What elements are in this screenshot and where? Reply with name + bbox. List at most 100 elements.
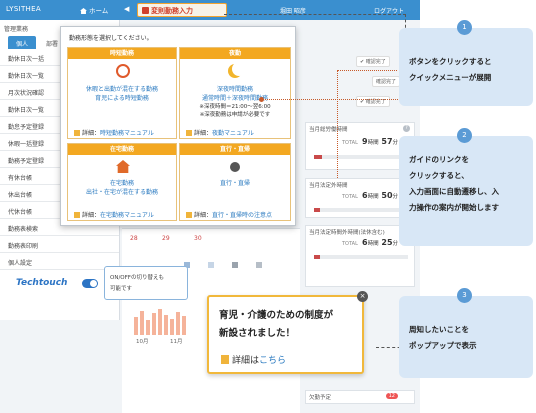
calendar-day[interactable]: 28: [130, 235, 138, 242]
card-value: 9時間 57分: [362, 137, 399, 146]
nav-item[interactable]: 有休台帳: [0, 168, 119, 185]
nav-item[interactable]: 勤務予定登録: [0, 151, 119, 168]
quick-menu-popup: 勤務形態を選択してください。 時短勤務 休暇と出勤が混在する勤務 育児による時短…: [60, 26, 296, 226]
hours-gauge: [314, 155, 408, 159]
card-title: 当月法定外時間: [309, 183, 348, 189]
chevron-left-icon[interactable]: ◀: [124, 5, 130, 13]
manual-link[interactable]: 詳細：時短勤務マニュアル: [74, 128, 154, 137]
option-link[interactable]: 直行・直帰: [219, 180, 250, 187]
pointer-dot: [259, 97, 264, 102]
logout-link[interactable]: ログアウト: [374, 8, 405, 15]
callout-1: 1 ボタンをクリックすると クイックメニューが展開: [399, 20, 533, 106]
calendar-icon: [142, 7, 149, 14]
announcement-popup: × 育児・介護のための制度が 新設されました！ 詳細はこちら: [207, 291, 368, 374]
callout-3: 3 周知したいことを ポップアップで表示: [399, 288, 533, 378]
calendar-day[interactable]: 30: [194, 235, 202, 242]
announcement-link[interactable]: 詳細はこちら: [221, 353, 286, 366]
nav-item[interactable]: 勤休日次一覧: [0, 66, 119, 83]
home-label: ホーム: [89, 7, 109, 15]
chart-month-label: 10月: [136, 339, 149, 345]
option-link[interactable]: 深夜時間勤務: [216, 86, 253, 93]
alarm-clock-icon: [116, 64, 130, 78]
step-badge: 3: [457, 288, 472, 303]
legend-icon: [256, 262, 262, 268]
popup-prompt: 勤務形態を選択してください。: [69, 35, 153, 42]
option-direct-commute: 直行・直帰 直行・直帰 詳細：直行・直帰時の注意点: [179, 143, 291, 221]
overtime-card: 当月法定外時間 ? TOTAL 6時間 50分: [305, 178, 415, 218]
nav-item[interactable]: 勤務表印刷: [0, 236, 119, 253]
nav-item[interactable]: 休出台帳: [0, 185, 119, 202]
nav-item[interactable]: 勤務表検索: [0, 219, 119, 236]
card-value: 6時間 50分: [362, 191, 399, 200]
callout-2: 2 ガイドのリンクを クリックすると、 入力画面に自動遷移し、入 力操作の案内が…: [399, 128, 533, 246]
book-icon: [186, 130, 192, 136]
work-hours-bars: [132, 307, 192, 335]
footprint-icon: [230, 162, 240, 172]
option-remote-work: 在宅勤務 在宅勤務 出社・在宅が混在する勤務 詳細：在宅勤務マニュアル: [67, 143, 177, 221]
techtouch-logo: Techtouch: [16, 278, 68, 288]
total-hours-card: 当月総労働時間 ? TOTAL 9時間 57分: [305, 122, 415, 170]
legend-icon: [184, 262, 190, 268]
option-header: 時短勤務: [68, 48, 176, 59]
nav-item[interactable]: 月次状況確認: [0, 83, 119, 100]
option-link[interactable]: 在宅勤務: [109, 180, 134, 187]
chart-month-label: 11月: [170, 339, 183, 345]
overtime-gauge: [314, 208, 408, 212]
option-note: ※深夜勤務は申請が必要です: [199, 112, 271, 118]
option-header: 直行・直帰: [180, 144, 290, 155]
nav-item[interactable]: 勤怠予定登録: [0, 117, 119, 134]
nav-item[interactable]: 個人設定: [0, 253, 119, 270]
option-night-shift: 夜勤 深夜時間勤務 通常時間＋深夜時間勤務 ※深夜時間＝21:00～翌6:00 …: [179, 47, 291, 139]
book-icon: [186, 212, 192, 218]
option-link[interactable]: 通常時間＋深夜時間勤務: [201, 95, 268, 102]
nav-item[interactable]: 勤休日次一覧: [0, 100, 119, 117]
legend-icon: [232, 262, 238, 268]
calendar-day[interactable]: 29: [162, 235, 170, 242]
nav-item[interactable]: 休暇一括登録: [0, 134, 119, 151]
legend-icon: [208, 262, 214, 268]
nav-tabs: 個人 部署: [0, 36, 120, 49]
app-logo: LYSITHEA: [6, 5, 41, 13]
legal-overtime-gauge: [314, 255, 408, 259]
confirm-status: ✔ 確認完了: [356, 96, 390, 107]
tab-personal[interactable]: 個人: [8, 36, 37, 49]
manual-link[interactable]: 詳細：直行・直帰時の注意点: [186, 210, 272, 219]
quick-menu-label: 変則勤務入力: [151, 7, 193, 15]
book-icon: [74, 130, 80, 136]
option-header: 在宅勤務: [68, 144, 176, 155]
card-title: 当月法定時間外時間(法休含む): [309, 230, 385, 236]
user-name[interactable]: 堀田 昭彦: [280, 8, 306, 15]
quick-menu-button[interactable]: 変則勤務入力: [137, 3, 227, 17]
announcement-title: 育児・介護のための制度が: [219, 310, 334, 321]
home-button[interactable]: ホーム: [80, 5, 108, 15]
close-icon[interactable]: ×: [357, 291, 368, 302]
option-header: 夜勤: [180, 48, 290, 59]
confirm-status: ✔ 確認完了: [356, 56, 390, 67]
help-icon[interactable]: ?: [403, 125, 410, 132]
option-short-time: 時短勤務 休暇と出勤が混在する勤務 育児による時短勤務 詳細：時短勤務マニュアル: [67, 47, 177, 139]
nav-item[interactable]: 勤休日次一括: [0, 49, 119, 66]
toggle-tooltip: ON/OFFの切り替えも 可能です: [104, 266, 188, 300]
techtouch-toggle[interactable]: [82, 279, 98, 288]
announcement-title: 新設されました！: [219, 328, 296, 339]
home-icon: [80, 8, 87, 14]
house-icon: [116, 160, 130, 173]
nav-header: 管理業務: [4, 26, 29, 33]
nav-item[interactable]: 代休台帳: [0, 202, 119, 219]
card-title: 当月総労働時間: [309, 127, 348, 133]
card-value: 6時間 25分: [362, 238, 399, 247]
option-link[interactable]: 出社・在宅が混在する勤務: [85, 189, 158, 196]
tab-department[interactable]: 部署: [46, 41, 59, 48]
count-badge: 12: [385, 393, 398, 399]
app-window: LYSITHEA ホーム ◀ 変則勤務入力 堀田 昭彦 ログアウト 管理業務 個…: [0, 0, 420, 413]
option-link[interactable]: 育児による時短勤務: [95, 95, 149, 102]
document-icon: [221, 355, 229, 364]
option-link[interactable]: 休暇と出勤が混在する勤務: [85, 86, 158, 93]
absence-item[interactable]: 欠勤予定 12: [305, 390, 415, 404]
manual-link[interactable]: 詳細：夜勤マニュアル: [186, 128, 254, 137]
step-badge: 1: [457, 20, 472, 35]
manual-link[interactable]: 詳細：在宅勤務マニュアル: [74, 210, 154, 219]
book-icon: [74, 212, 80, 218]
legal-overtime-card: 当月法定時間外時間(法休含む) ? TOTAL 6時間 25分: [305, 225, 415, 287]
moon-icon: [228, 62, 246, 78]
